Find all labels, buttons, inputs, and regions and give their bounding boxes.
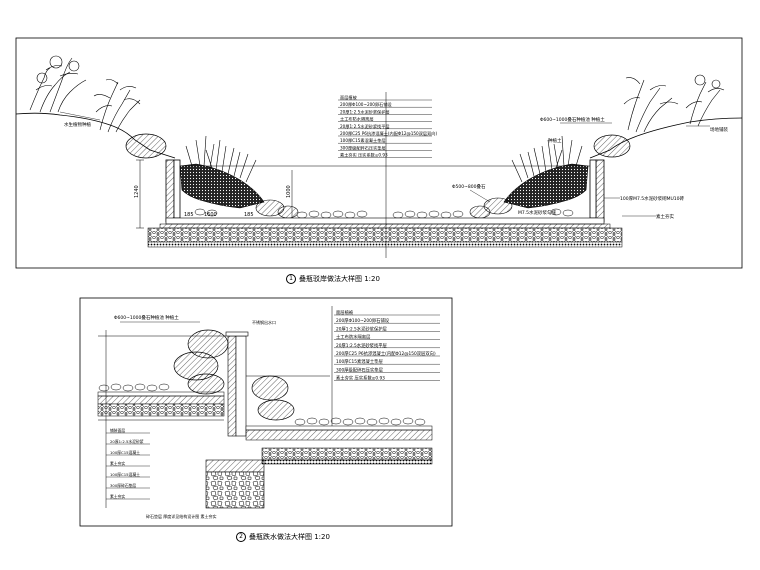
note-item: 20厚1:2.5水泥砂浆找平层 — [340, 123, 390, 130]
right-edge-label: 场地铺装 — [710, 126, 728, 133]
top-label: Φ600~1000叠石种植池 种植土 — [114, 314, 179, 321]
left-label-leader — [59, 111, 101, 121]
center-notes-list: 面层植被200厚Φ100~200卵石铺设20厚1:2.5水泥砂浆保护层土工布防水… — [338, 94, 437, 159]
right-side-label: 100厚M7.5水泥砂浆砌MU10砖 — [620, 195, 685, 202]
left-shrub-illustration — [29, 55, 141, 133]
note-item: 20厚1:2.5水泥砂浆找平层 — [336, 342, 388, 349]
section-2-caption-text: 叠瓶跌水做法大样图 1:20 — [249, 533, 330, 541]
right-small-dimension-text: 185 — [184, 212, 194, 218]
note-item: 素土夯实 — [110, 461, 125, 466]
lower-paving — [245, 425, 433, 431]
note-item: 20厚1:2.5水泥砂浆保护层 — [340, 108, 390, 115]
left-reeds — [185, 135, 257, 183]
note-item: 素土夯实 压实系数≥0.93 — [340, 152, 388, 159]
note-item: 土工布防水隔离层 — [340, 116, 374, 123]
note-item: 面层植被 — [340, 94, 358, 101]
left-height-dimension-text: 1240 — [134, 185, 140, 198]
right-boulder — [593, 134, 631, 158]
right-inner-label: M7.5水泥砂浆勾缝 — [518, 209, 557, 216]
right-pool-wall — [589, 159, 605, 223]
note-item: 200厚Φ100~200卵石铺设 — [340, 101, 393, 108]
note-item: 20厚1:2.5水泥砂浆保护层 — [336, 325, 388, 332]
left-label: 水生植物种植 — [64, 121, 91, 128]
lower-pebbles — [294, 417, 426, 426]
center-height-dimension-text: 1000 — [286, 185, 292, 198]
right-reeds — [511, 135, 583, 183]
compacted-soil-layer — [147, 241, 623, 248]
lower-soil — [261, 459, 433, 465]
right-bottom-label: 素土夯实 — [656, 213, 674, 220]
right-notes-list: 面层植被200厚Φ100~200卵石铺设20厚1:2.5水泥砂浆保护层土工布防水… — [334, 309, 440, 382]
note-item: 素土夯实 — [110, 494, 125, 499]
note-item: 200厚C25 P6抗渗混凝土(内配Φ12@150双层双向) — [336, 350, 436, 357]
note-item: 素土夯实 压实系数≥0.93 — [336, 375, 385, 382]
pool-concrete-layer — [159, 223, 611, 229]
note-item: 土工布防水隔离层 — [336, 334, 371, 341]
footing-block — [205, 459, 265, 473]
right-top-label: Φ600~1000叠石种植池 种植土 — [540, 116, 605, 123]
note-item: 面层植被 — [336, 309, 354, 316]
upper-pebbles — [98, 383, 170, 392]
lower-concrete — [245, 429, 433, 441]
central-wall — [227, 335, 237, 437]
right-planting-soil — [503, 163, 589, 209]
left-small-dimension-text: 185 — [244, 212, 254, 218]
note-item: 300厚碎石垫层 — [110, 483, 136, 488]
right-mid-label: 种植土 — [548, 137, 562, 144]
wall-cap — [225, 331, 249, 337]
section-2-number: 2 — [236, 532, 246, 542]
left-pool-wall — [165, 159, 181, 223]
note-item: 100厚C15混凝土 — [110, 450, 140, 455]
left-bank-ground — [15, 112, 176, 159]
section-1-frame — [15, 37, 743, 269]
note-item: 200厚C25 P6抗渗混凝土(内配Φ12@150双层双向) — [340, 130, 437, 137]
note-item: 100厚C15素混凝土垫层 — [340, 137, 386, 144]
right-stone-label: Φ500~800叠石 — [452, 184, 486, 190]
upper-gravel — [97, 403, 225, 417]
section-2-frame — [79, 297, 453, 527]
footing-rubble — [205, 471, 265, 509]
stacked-boulders — [173, 329, 295, 421]
left-planting-soil — [179, 163, 265, 209]
note-item: 铺装面层 — [110, 428, 125, 433]
pebble-bed — [194, 208, 574, 219]
left-width-dimension-text: 1600 — [204, 212, 217, 218]
upper-concrete — [97, 395, 225, 405]
note-item: 20厚1:2.5水泥砂浆 — [110, 439, 144, 444]
note-item: 300厚级配碎石压实垫层 — [336, 366, 384, 373]
note-item: 100厚C15混凝土 — [110, 472, 140, 477]
top-right-label: 不锈钢出水口 — [252, 319, 276, 325]
note-item: 300厚级配碎石压实垫层 — [340, 144, 386, 151]
right-shrub-illustration — [623, 74, 725, 133]
pool-edge-stones — [255, 197, 513, 219]
lower-gravel — [261, 447, 433, 461]
section-1-number: 1 — [286, 274, 296, 284]
bottom-note: 碎石垫层 厚度详见结构设计图 素土夯实 — [146, 513, 217, 519]
central-wall-core — [235, 335, 247, 437]
section-1: 1240 1000 1600 185 185 面层植被200厚Φ100~200卵… — [15, 37, 743, 269]
section-1-caption-text: 叠瓶驳岸做法大样图 1:20 — [299, 275, 380, 283]
note-item: 100厚C15素混凝土垫层 — [336, 358, 383, 365]
left-boulder — [125, 133, 167, 159]
pool-slab — [165, 217, 605, 225]
note-item: 200厚Φ100~200卵石铺设 — [336, 317, 390, 324]
right-stone-leader — [469, 189, 491, 203]
gravel-base-layer — [147, 227, 623, 243]
left-height-dimension — [136, 159, 144, 229]
